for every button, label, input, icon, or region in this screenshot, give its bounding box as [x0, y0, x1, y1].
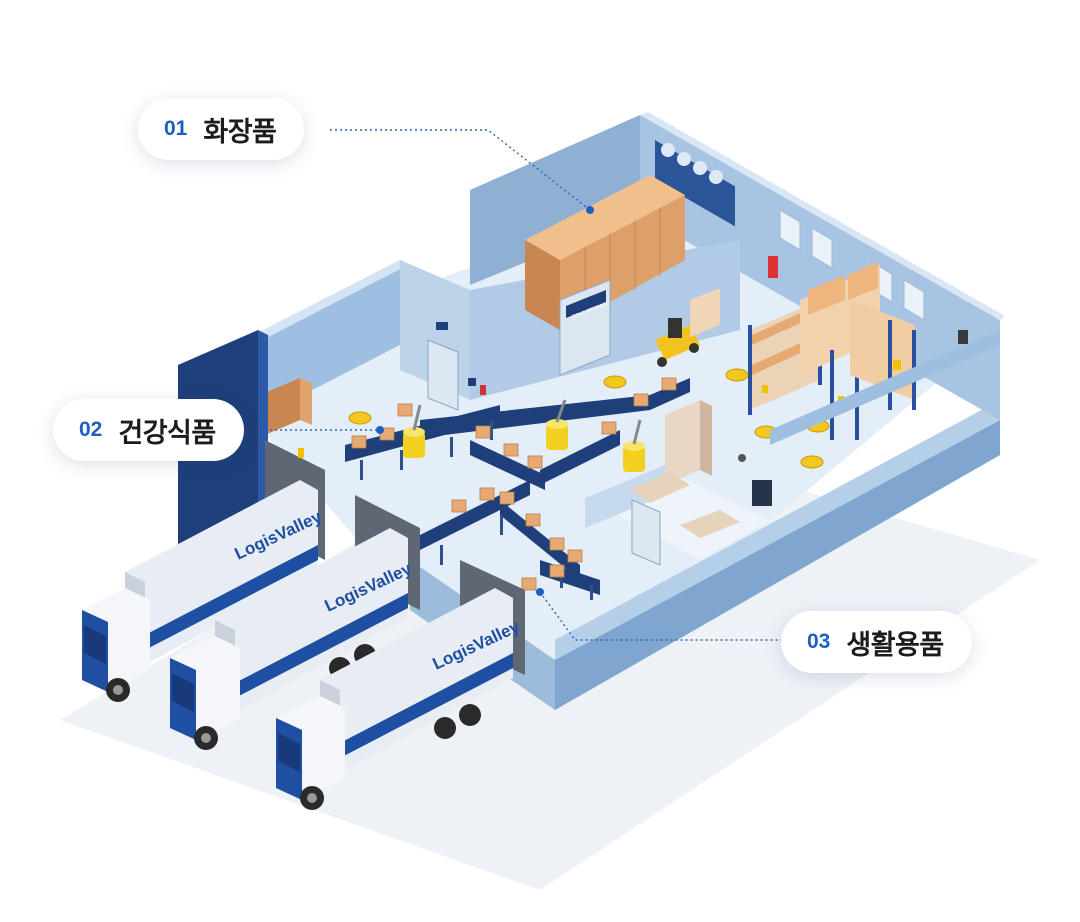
callout-health-food: 02 건강식품: [53, 399, 244, 461]
cold-storage-sign: [566, 290, 606, 318]
cosmetics-box-stack-top: [525, 175, 685, 260]
callout-label: 화장품: [203, 116, 277, 148]
cold-storage-area: COLD STORAGE: [525, 175, 685, 376]
robot-arms: [403, 399, 645, 472]
base-front-right-top: [555, 400, 1000, 660]
callout-number: 01: [164, 117, 188, 140]
fan-unit: [655, 140, 735, 227]
callout-leaders: [270, 129, 781, 641]
robot-arm-2: [546, 399, 568, 450]
forklift: [655, 288, 720, 367]
fan-circles: [661, 143, 723, 184]
wall-back-left: [470, 115, 640, 285]
cosmetics-box-stack-front: [525, 240, 560, 330]
truck-2: LogisValley: [170, 528, 415, 750]
base-front-right: [555, 420, 1000, 710]
office-door: [631, 499, 661, 566]
leader-dot-1: [586, 206, 594, 214]
fire-extinguisher: [768, 256, 778, 278]
truck-3: LogisValley: [276, 588, 523, 810]
callout-label: 생활용품: [846, 629, 944, 661]
conveyor-diagonal-1: [470, 440, 545, 490]
wall-light: [958, 330, 968, 344]
callout-cosmetics: 01 화장품: [138, 98, 305, 160]
robot-arm-3: [623, 419, 645, 472]
callout-number: 03: [807, 630, 831, 653]
shelving-racks: [748, 262, 916, 440]
room-door: [427, 339, 459, 411]
callout-dots: [376, 206, 594, 596]
health-food-room: [260, 322, 486, 437]
office-partition-wall: [770, 330, 1000, 445]
leader-dot-2: [376, 426, 384, 434]
conveyor-legs: [360, 420, 593, 600]
truck-1: LogisValley: [82, 480, 325, 702]
conveyor-diagonal-2: [540, 430, 620, 485]
callout-number: 02: [79, 418, 103, 441]
conveyor-branch: [500, 500, 580, 580]
wall-back-right-cap: [640, 112, 1005, 320]
callout-label: 건강식품: [118, 417, 216, 449]
wall-vents: [779, 209, 925, 321]
conveyor-main-center: [420, 378, 690, 438]
leader-dot-3: [536, 588, 544, 596]
callout-household-goods: 03 생활용품: [781, 611, 972, 673]
office-area: [585, 330, 1000, 566]
robot-arm-1: [403, 404, 425, 458]
leader-line-3: [539, 591, 781, 641]
